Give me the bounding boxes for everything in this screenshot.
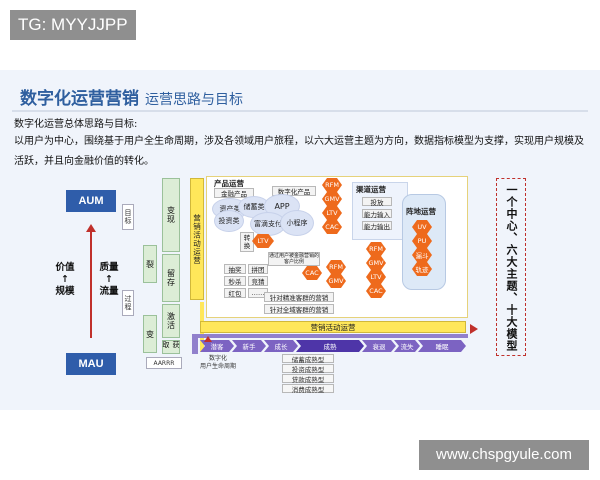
aarrr-caption: AARRR (146, 357, 182, 369)
slide-title-main: 数字化运营营销 (20, 89, 139, 109)
tg-badge: TG: MYYJJPP (10, 10, 136, 40)
slide-title: 数字化运营营销运营思路与目标 (20, 84, 243, 109)
aarrr-referral-1: 裂 (143, 245, 157, 283)
channel-hex-ltv: LTV (366, 270, 386, 284)
growth-arrow-head (86, 224, 96, 232)
promo-hex-gmv: GMV (326, 274, 346, 288)
loan-conversion-note: 通过用户被金融营销的客户比例 (268, 252, 320, 266)
position-hex-uv: UV (412, 220, 432, 234)
stage-prospect: 潜客 (200, 340, 234, 352)
channel-hex-rfm: RFM (366, 242, 386, 256)
promo-flash-sale: 秒杀 (224, 276, 246, 286)
intro-body: 以用户为中心，围绕基于用户全生命周期，涉及各领域用户旅程，以六大运营主题为方向，… (14, 136, 584, 167)
lifecycle-label: 数字化用户生命周期 (199, 355, 236, 370)
product-hex-gmv: GMV (322, 192, 342, 206)
goal-label: 目标 (122, 204, 134, 230)
channel-hex-gmv: GMV (366, 256, 386, 270)
aum-box: AUM (66, 190, 116, 212)
model-savings: 储蓄成熟型 (282, 354, 334, 364)
watermark-badge: www.chspgyule.com (419, 440, 589, 470)
model-loan: 贷款成熟型 (282, 374, 334, 384)
position-hex-trajectory: 轨迹 (412, 262, 432, 276)
aarrr-referral-2: 变 (143, 315, 157, 353)
channel-item-placement: 投放 (362, 197, 392, 207)
aarrr-revenue: 变现 (162, 178, 180, 252)
marketing-activity-vertical: 营销活动运营 (190, 178, 204, 300)
stage-novice: 新手 (232, 340, 266, 352)
horizontal-arrow-head (470, 324, 478, 334)
convert-label: 转换 (240, 232, 254, 252)
model-investment: 投资成熟型 (282, 364, 334, 374)
model-consumption: 消费成熟型 (282, 384, 334, 394)
promo-hex-rfm: RFM (326, 260, 346, 274)
aarrr-acquisition: 获取 (162, 340, 180, 354)
convert-hex-ltv: LTV (252, 234, 274, 248)
cloud-miniprogram: 小程序 (280, 210, 314, 236)
promo-lottery: 抽奖 (224, 264, 246, 274)
growth-arrow-shaft (90, 230, 92, 338)
targeted-global-marketing: 针对全域客群的营销 (264, 304, 334, 314)
cloud-investment: 投资类 (214, 210, 244, 232)
finance-product-label: 金融产品 (214, 188, 254, 198)
marketing-activity-horizontal: 营销活动运营 (200, 321, 466, 333)
promo-group-buy: 拼团 (248, 264, 268, 274)
stage-mature: 成熟 (296, 340, 364, 352)
stage-dormant: 睡眠 (418, 340, 466, 352)
channel-ops-title: 渠道运营 (356, 185, 386, 194)
channel-hex-cac: CAC (366, 284, 386, 298)
channel-item-input: 能力输入 (362, 209, 392, 219)
mau-box: MAU (66, 353, 116, 375)
aarrr-retention: 留存 (162, 254, 180, 302)
vertical-arrow-head (204, 336, 212, 342)
position-hex-pu: PU (412, 234, 432, 248)
position-hex-funnel: 漏斗 (412, 248, 432, 262)
product-ops-title: 产品运营 (214, 179, 244, 188)
aarrr-activation: 激活 (162, 304, 180, 338)
product-hex-rfm: RFM (322, 178, 342, 192)
promo-red-packet: 红包 (224, 288, 246, 298)
theme-text: 一个中心、六大主题、十大模型 (505, 184, 518, 352)
title-divider (12, 110, 588, 112)
stage-decline: 衰退 (362, 340, 396, 352)
channel-item-output: 能力输出 (362, 221, 392, 231)
slide-subtitle: 运营思路与目标 (145, 92, 243, 108)
promo-hex-cac: CAC (302, 266, 322, 280)
targeted-precise-marketing: 针对精准客群的营销 (264, 292, 334, 302)
product-hex-cac: CAC (322, 220, 342, 234)
purple-l-vertical (192, 336, 198, 354)
position-ops-title: 阵地运营 (406, 207, 436, 216)
purple-l-horizontal (192, 334, 468, 338)
intro-heading: 数字化运营总体思路与目标: (14, 119, 138, 130)
process-label: 过程 (122, 290, 134, 316)
stage-growth: 成长 (264, 340, 298, 352)
theme-frame (496, 178, 526, 356)
slide: 数字化运营营销运营思路与目标 数字化运营总体思路与目标: 以用户为中心，围绕基于… (0, 70, 600, 410)
digital-product-label: 数字化产品 (272, 186, 316, 196)
product-hex-ltv: LTV (322, 206, 342, 220)
value-scale-label: 价值↑规模 (55, 262, 75, 297)
promo-guess: 竞猜 (248, 276, 268, 286)
stage-churn: 流失 (394, 340, 420, 352)
quality-traffic-label: 质量↑流量 (99, 262, 119, 297)
